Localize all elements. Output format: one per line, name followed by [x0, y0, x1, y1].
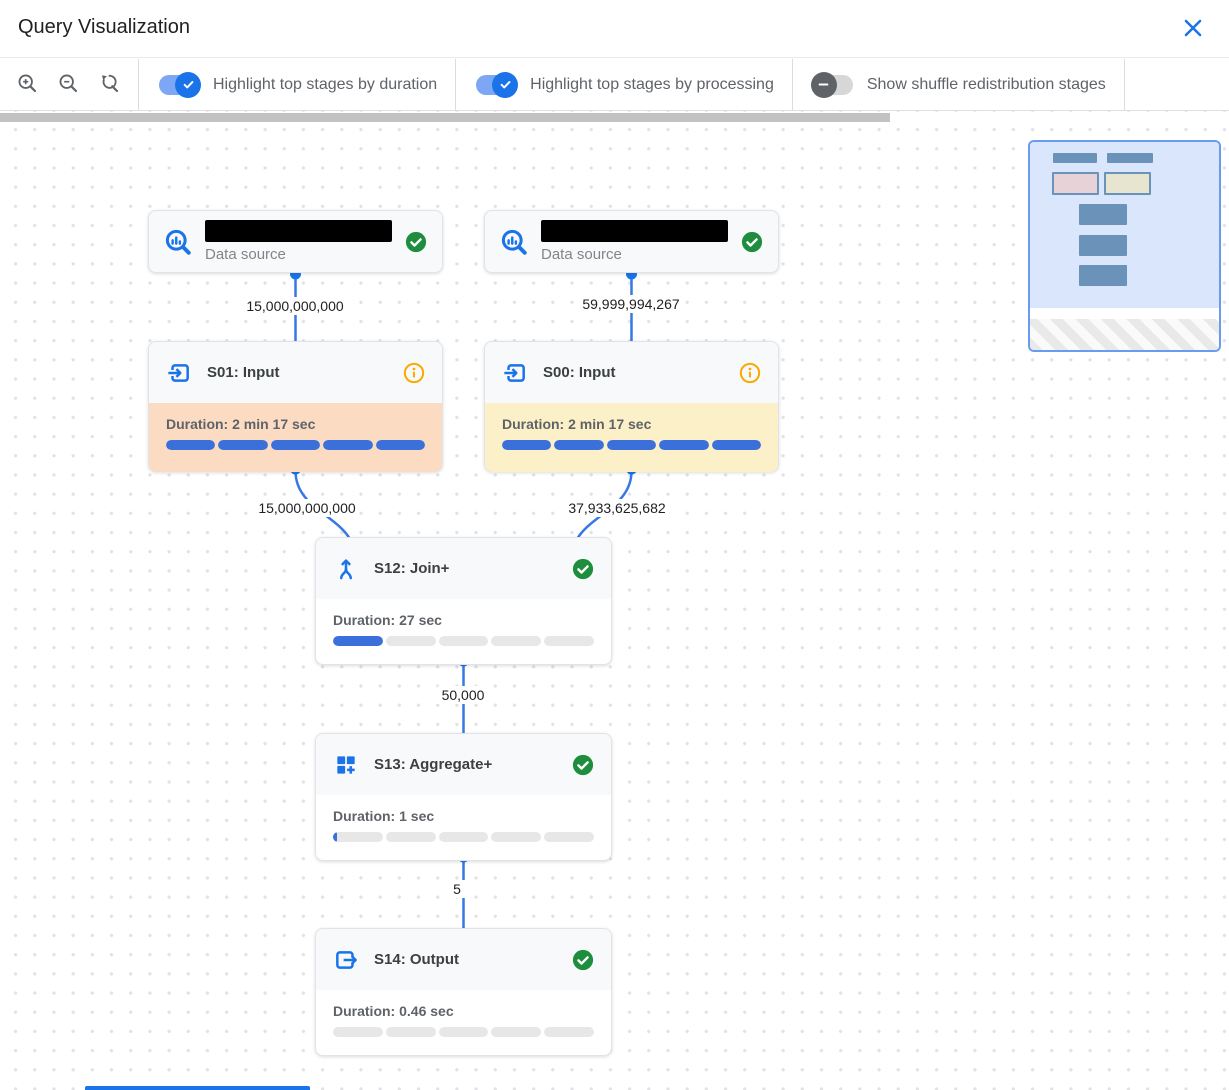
data-source-info: Data source	[541, 220, 728, 263]
info-icon[interactable]	[403, 362, 425, 384]
minimap-node-highlight-processing	[1104, 172, 1151, 195]
duration-bar	[166, 440, 426, 450]
zoom-out-button[interactable]	[57, 73, 81, 97]
minimap-node	[1079, 204, 1127, 225]
data-source-label: Data source	[205, 246, 286, 263]
graph-canvas[interactable]	[0, 111, 1229, 1090]
toggle-group-duration: Highlight top stages by duration	[139, 59, 457, 110]
zoom-reset-icon	[99, 73, 121, 95]
minimap-node-highlight-duration	[1052, 172, 1099, 195]
output-icon	[333, 947, 359, 973]
duration-text: Duration: 2 min 17 sec	[166, 416, 316, 432]
stage-duration-section: Duration: 2 min 17 sec	[149, 403, 442, 472]
edge-label-rows: 15,000,000,000	[242, 297, 348, 315]
data-source-icon	[500, 228, 528, 256]
zoom-reset-button[interactable]	[98, 73, 122, 97]
toggle-label-processing: Highlight top stages by processing	[530, 75, 774, 93]
minimap[interactable]	[1028, 140, 1221, 352]
stage-title: S01: Input	[207, 364, 280, 381]
edge-label-rows: 37,933,625,682	[564, 499, 670, 517]
success-check-icon	[572, 558, 594, 580]
node-stage-s14[interactable]: S14: Output Duration: 0.46 sec	[315, 928, 612, 1056]
duration-text: Duration: 1 sec	[333, 808, 435, 824]
stage-duration-section: Duration: 1 sec	[316, 795, 611, 861]
zoom-controls	[0, 59, 139, 110]
zoom-out-icon	[58, 73, 80, 95]
minimap-node	[1107, 153, 1153, 163]
toggle-group-shuffle: Show shuffle redistribution stages	[793, 59, 1125, 110]
stage-title: S14: Output	[374, 951, 459, 968]
success-check-icon	[741, 231, 763, 253]
success-check-icon	[572, 949, 594, 971]
node-stage-s01[interactable]: S01: Input Duration: 2 min 17 sec	[148, 341, 443, 472]
toggle-thumb	[810, 71, 837, 98]
stage-duration-section: Duration: 2 min 17 sec	[485, 403, 778, 472]
aggregate-icon	[333, 752, 359, 778]
data-source-label: Data source	[541, 246, 622, 263]
redacted-table-name	[205, 220, 392, 242]
stage-duration-section: Duration: 0.46 sec	[316, 990, 611, 1056]
stage-title: S13: Aggregate+	[374, 756, 493, 773]
toggle-label-duration: Highlight top stages by duration	[213, 75, 438, 93]
node-stage-s00[interactable]: S00: Input Duration: 2 min 17 sec	[484, 341, 779, 472]
stage-header: S14: Output	[316, 929, 611, 990]
join-icon	[333, 556, 359, 582]
toggle-label-shuffle: Show shuffle redistribution stages	[866, 75, 1106, 93]
close-button[interactable]	[1179, 15, 1207, 43]
edge-label-rows: 59,999,994,267	[578, 295, 684, 313]
highlight-processing-toggle[interactable]	[474, 71, 519, 98]
stage-header: S12: Join+	[316, 538, 611, 599]
minimap-node	[1053, 153, 1097, 163]
toggle-thumb	[175, 71, 201, 98]
edge-label-rows: 5	[449, 880, 465, 898]
close-icon	[1180, 15, 1206, 41]
node-stage-s13[interactable]: S13: Aggregate+ Duration: 1 sec	[315, 733, 612, 861]
stage-header: S01: Input	[149, 342, 442, 403]
toggle-group-processing: Highlight top stages by processing	[456, 59, 793, 110]
stage-title: S12: Join+	[374, 560, 450, 577]
horizontal-scrollbar[interactable]	[0, 113, 890, 122]
minimap-node	[1079, 265, 1127, 286]
offscreen-node-edge	[85, 1086, 310, 1090]
duration-text: Duration: 27 sec	[333, 612, 442, 628]
duration-bar	[333, 636, 594, 646]
data-source-icon	[164, 228, 192, 256]
input-icon	[166, 360, 192, 386]
redacted-table-name	[541, 220, 728, 242]
minus-icon	[815, 76, 832, 93]
duration-bar	[333, 1027, 594, 1037]
highlight-duration-toggle[interactable]	[157, 71, 201, 98]
show-shuffle-toggle[interactable]	[810, 71, 855, 98]
success-check-icon	[572, 754, 594, 776]
edge-label-rows: 15,000,000,000	[254, 499, 360, 517]
data-source-info: Data source	[205, 220, 392, 263]
stage-title: S00: Input	[543, 364, 616, 381]
duration-text: Duration: 0.46 sec	[333, 1003, 454, 1019]
minimap-gap	[1030, 308, 1219, 319]
stage-header: S13: Aggregate+	[316, 734, 611, 795]
node-data-source-2[interactable]: Data source	[484, 210, 779, 273]
dialog-header: Query Visualization	[0, 0, 1229, 58]
toggle-thumb	[492, 71, 519, 98]
input-icon	[502, 360, 528, 386]
node-stage-s12[interactable]: S12: Join+ Duration: 27 sec	[315, 537, 612, 665]
minimap-viewport	[1030, 142, 1219, 308]
info-icon[interactable]	[739, 362, 761, 384]
duration-bar	[502, 440, 762, 450]
stage-duration-section: Duration: 27 sec	[316, 599, 611, 665]
minimap-out-of-bounds-hatch	[1030, 319, 1219, 350]
check-icon	[180, 76, 197, 93]
minimap-node	[1079, 235, 1127, 256]
page-title: Query Visualization	[18, 16, 190, 38]
zoom-in-button[interactable]	[16, 73, 40, 97]
check-icon	[497, 76, 514, 93]
stage-header: S00: Input	[485, 342, 778, 403]
node-data-source-1[interactable]: Data source	[148, 210, 443, 273]
success-check-icon	[405, 231, 427, 253]
edge-label-rows: 50,000	[437, 686, 489, 704]
toolbar: Highlight top stages by duration Highlig…	[0, 59, 1229, 111]
duration-text: Duration: 2 min 17 sec	[502, 416, 652, 432]
zoom-in-icon	[17, 73, 39, 95]
duration-bar	[333, 832, 594, 842]
